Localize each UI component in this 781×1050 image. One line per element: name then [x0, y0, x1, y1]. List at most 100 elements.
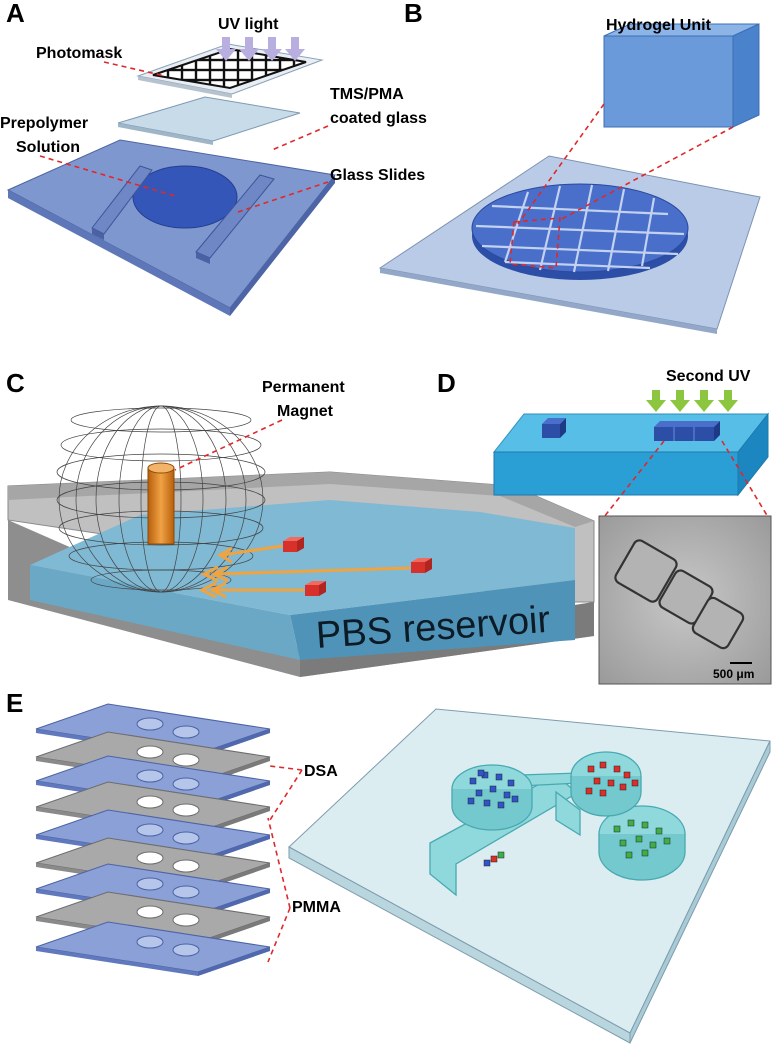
channel-cutout [172, 885, 200, 899]
cube-icon [619, 839, 627, 847]
cube-icon [495, 773, 503, 781]
cube-icon [625, 851, 633, 859]
magnet-label-line2: Magnet [277, 403, 334, 420]
hydrogel-unit-single [542, 418, 566, 438]
prepolymer-disc [132, 165, 238, 229]
channel-cutout [172, 753, 200, 767]
cube-icon [655, 827, 663, 835]
uv-arrows [216, 37, 305, 61]
layer-stack [35, 703, 271, 976]
channel-cutout [172, 831, 200, 845]
cube-icon [483, 859, 491, 867]
uv-arrow-icon [646, 390, 666, 412]
channel-cutout [136, 795, 164, 809]
hydrogel-unit-label: Hydrogel Unit [606, 17, 712, 34]
cube-icon [497, 851, 505, 859]
panel-c: C PBS reservoir [6, 368, 595, 677]
cube-icon [623, 771, 631, 779]
cube-icon [507, 779, 515, 787]
channel-cutout [136, 877, 164, 891]
cube-icon [593, 777, 601, 785]
microfluidic-chip [288, 708, 771, 1044]
photomask-grid [152, 47, 307, 90]
cube-icon [497, 801, 505, 809]
pmma-layer [35, 921, 271, 976]
leader-dsa [269, 765, 303, 821]
cube-icon [599, 789, 607, 797]
cube-icon [489, 785, 497, 793]
panel-d: D Second UV [437, 368, 772, 685]
glass-slides-label: Glass Slides [330, 167, 425, 184]
panel-b-letter: B [404, 0, 423, 28]
cube-icon [619, 783, 627, 791]
cube-icon [467, 797, 475, 805]
magnet-icon [147, 462, 175, 545]
prepolymer-label-line2: Solution [16, 139, 80, 156]
panel-d-letter: D [437, 368, 456, 398]
pbs-liquid-front [290, 580, 575, 660]
uv-arrow-icon [239, 37, 259, 61]
uv-light-label: UV light [218, 16, 279, 33]
scale-bar-label: 500 μm [713, 667, 754, 681]
cube-icon [641, 849, 649, 857]
base-glass-slab-edge [8, 190, 230, 316]
uv-arrow-icon [718, 390, 738, 412]
channel-cutout [172, 725, 200, 739]
leader-prepolymer [39, 155, 176, 197]
uv-arrow-icon [670, 390, 690, 412]
hydrogel-grid [475, 184, 685, 273]
hydrogel-unit-box [603, 23, 760, 128]
coated-glass-label-line1: TMS/PMA [330, 86, 404, 103]
second-uv-arrows [646, 390, 738, 412]
channel-cutout [136, 717, 164, 731]
channel-cutout [136, 769, 164, 783]
panel-a: A UV light Photomask TMS/PMA coated gla [0, 0, 427, 316]
cube-icon [411, 558, 432, 573]
channel-cutout [172, 913, 200, 927]
panel-e-letter: E [6, 688, 23, 718]
hydrogel-unit-chain [654, 421, 720, 441]
channel-cutout [136, 851, 164, 865]
cube-icon [663, 837, 671, 845]
dsa-label: DSA [304, 763, 338, 780]
cube-icon [469, 777, 477, 785]
leader-magnet [174, 419, 283, 471]
attraction-arrows [198, 544, 411, 599]
cube-icon [477, 769, 485, 777]
cube-icon [503, 791, 511, 799]
prepolymer-label-line1: Prepolymer [0, 115, 88, 132]
cube-icon [490, 855, 498, 863]
chip-cubes [467, 761, 671, 867]
cube-icon [599, 761, 607, 769]
cube-icon [587, 765, 595, 773]
uv-arrow-icon [262, 37, 282, 61]
channel-cutout [136, 935, 164, 949]
dsa-layer [35, 891, 271, 946]
cube-icon [305, 581, 326, 596]
hydrogel-disc [471, 183, 689, 273]
second-uv-slab [492, 412, 770, 497]
cube-icon [627, 819, 635, 827]
cube-icon [607, 779, 615, 787]
leader-unit-right [559, 126, 734, 221]
coated-glass-plate [117, 96, 301, 142]
leader-unit-left [517, 103, 605, 225]
panel-b: B Hydrogel Unit [378, 0, 761, 334]
channel-cutout [172, 943, 200, 957]
pmma-label: PMMA [292, 899, 341, 916]
channel-cutout [136, 823, 164, 837]
photomask-label: Photomask [36, 45, 122, 62]
leader-photomask [103, 61, 166, 77]
cube-icon [483, 799, 491, 807]
cube-icon [649, 841, 657, 849]
leader-pmma [267, 817, 291, 963]
channel-cutout [172, 803, 200, 817]
cube-icon [283, 537, 304, 552]
channel-cutout [136, 745, 164, 759]
uv-arrow-icon [694, 390, 714, 412]
channel-cutout [172, 859, 200, 873]
panel-a-letter: A [6, 0, 25, 28]
leader-glass-slides [237, 181, 329, 213]
magnet-label-line1: Permanent [262, 379, 345, 396]
